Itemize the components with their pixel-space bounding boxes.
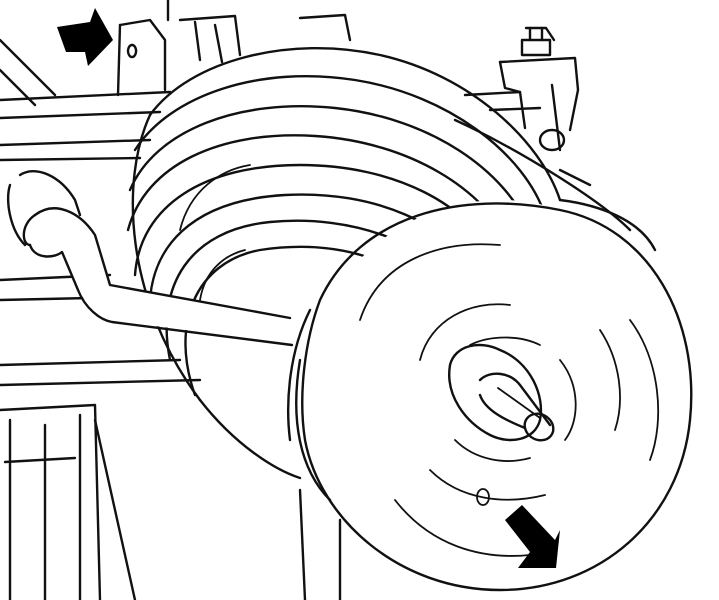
stand-frame <box>0 0 592 600</box>
arrow-pointer-lower-right-icon <box>505 505 560 568</box>
arrow-pointer-upper-left-icon <box>57 8 113 66</box>
tie-rod <box>6 170 300 347</box>
drum-front-face <box>287 200 695 592</box>
